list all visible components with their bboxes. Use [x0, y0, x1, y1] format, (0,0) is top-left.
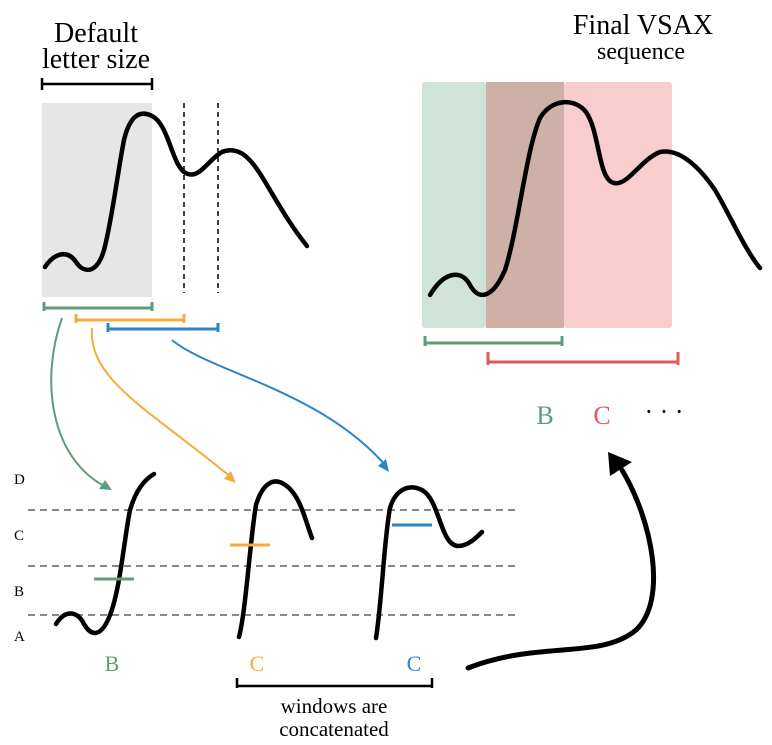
default-letter-size-title-line1: Default [54, 18, 138, 49]
final-vsax-title-line1: Final VSAX [573, 10, 713, 41]
level-label-b: B [14, 584, 24, 600]
window-1-letter: B [105, 651, 120, 676]
arrow-blue-head [378, 459, 389, 472]
concatenate-arrow [465, 452, 656, 671]
concatenate-arrow-head [608, 452, 632, 476]
level-label-a: A [14, 629, 25, 645]
window-3-letter: C [407, 651, 422, 676]
final-sequence-ellipsis: · · · [645, 397, 684, 426]
level-label-c: C [14, 528, 24, 544]
final-vsax-title-line2: sequence [597, 39, 685, 65]
default-letter-size-panel: Default letter size [40, 18, 310, 332]
arrow-green [50, 317, 109, 489]
window-3-segment [373, 485, 485, 641]
final-letter-c: C [593, 401, 610, 430]
concatenation-bracket [235, 678, 434, 688]
final-letter-b: B [536, 401, 553, 430]
arrow-green-head [99, 480, 112, 490]
level-label-d: D [14, 472, 25, 488]
concatenation-caption-line2: concatenated [279, 717, 389, 741]
arrow-blue [171, 339, 387, 467]
final-vsax-panel: Final VSAX sequence B C · · · [422, 10, 763, 430]
final-window-green [422, 82, 486, 328]
mapping-arrows [50, 317, 389, 490]
final-window-overlap [486, 82, 564, 328]
window-2-letter: C [250, 651, 265, 676]
concatenation-caption-line1: windows are [281, 694, 388, 718]
default-letter-size-title-line2: letter size [42, 44, 150, 75]
final-window-red [564, 82, 672, 328]
arrow-orange-head [224, 471, 236, 483]
concatenate-arrow-shaft [465, 467, 656, 671]
window-1-segment [53, 471, 157, 636]
time-series-curve [42, 111, 310, 273]
sliding-window-bracket-green [42, 302, 154, 311]
window-2-segment [236, 479, 315, 640]
final-bracket-red [486, 352, 680, 365]
letter-size-bracket [40, 78, 154, 90]
sliding-window-bracket-blue [106, 323, 220, 332]
sliding-window-bracket-orange [74, 314, 186, 323]
quantization-panel: D C B A B C C windows are concatenated [14, 471, 516, 741]
final-bracket-green [423, 336, 564, 346]
final-time-series-curve [427, 99, 763, 298]
arrow-orange [90, 327, 233, 479]
